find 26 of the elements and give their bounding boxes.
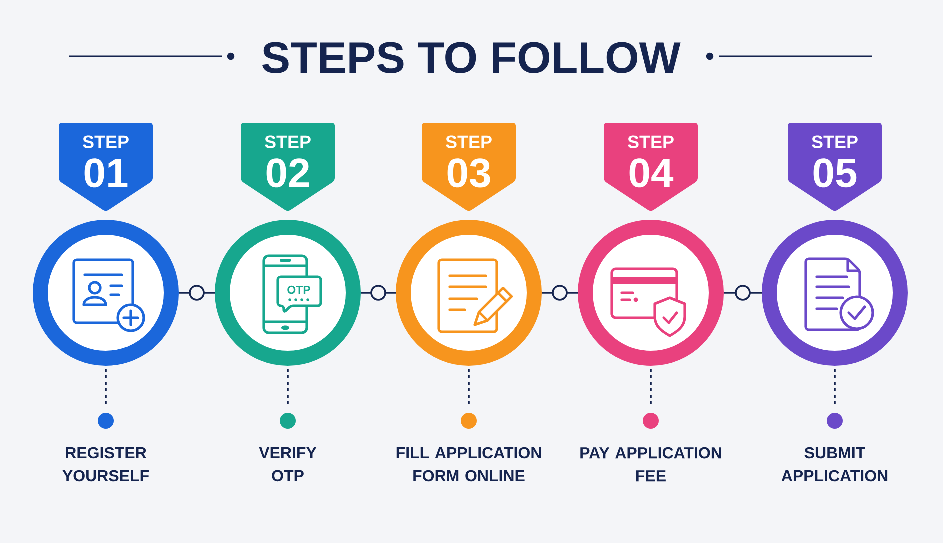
step-label: SUBMIT APPLICATION: [782, 447, 888, 482]
dot-marker: [98, 413, 114, 429]
connector-line: [724, 292, 762, 294]
step-label: VERIFY OTP: [259, 447, 317, 482]
step-label: FILL APPLICATION FORM ONLINE: [396, 447, 542, 482]
step-circle: [578, 220, 724, 366]
step-label: PAY APPLICATION FEE: [580, 447, 722, 482]
bubble-text: OTP: [288, 286, 310, 294]
step-badge: STEP 04: [604, 123, 698, 212]
dot-marker: [643, 413, 659, 429]
step-circle: [33, 220, 179, 366]
step-badge: STEP 03: [422, 123, 516, 212]
step-badge: STEP 02: [241, 123, 335, 212]
connector-line: [542, 292, 578, 294]
step-badge: STEP 01: [59, 123, 153, 212]
connector-line: [361, 292, 396, 294]
dot-marker: [280, 413, 296, 429]
step-circle: [396, 220, 542, 366]
dot-marker: [461, 413, 477, 429]
title: STEPS TO FOLLOW: [262, 42, 681, 74]
dot-marker: [827, 413, 843, 429]
connector-line: [179, 292, 215, 294]
step-badge: STEP 05: [788, 123, 882, 212]
step-circle: [762, 220, 908, 366]
step-circle: [215, 220, 361, 366]
step-label: REGISTER YOURSELF: [62, 447, 149, 482]
